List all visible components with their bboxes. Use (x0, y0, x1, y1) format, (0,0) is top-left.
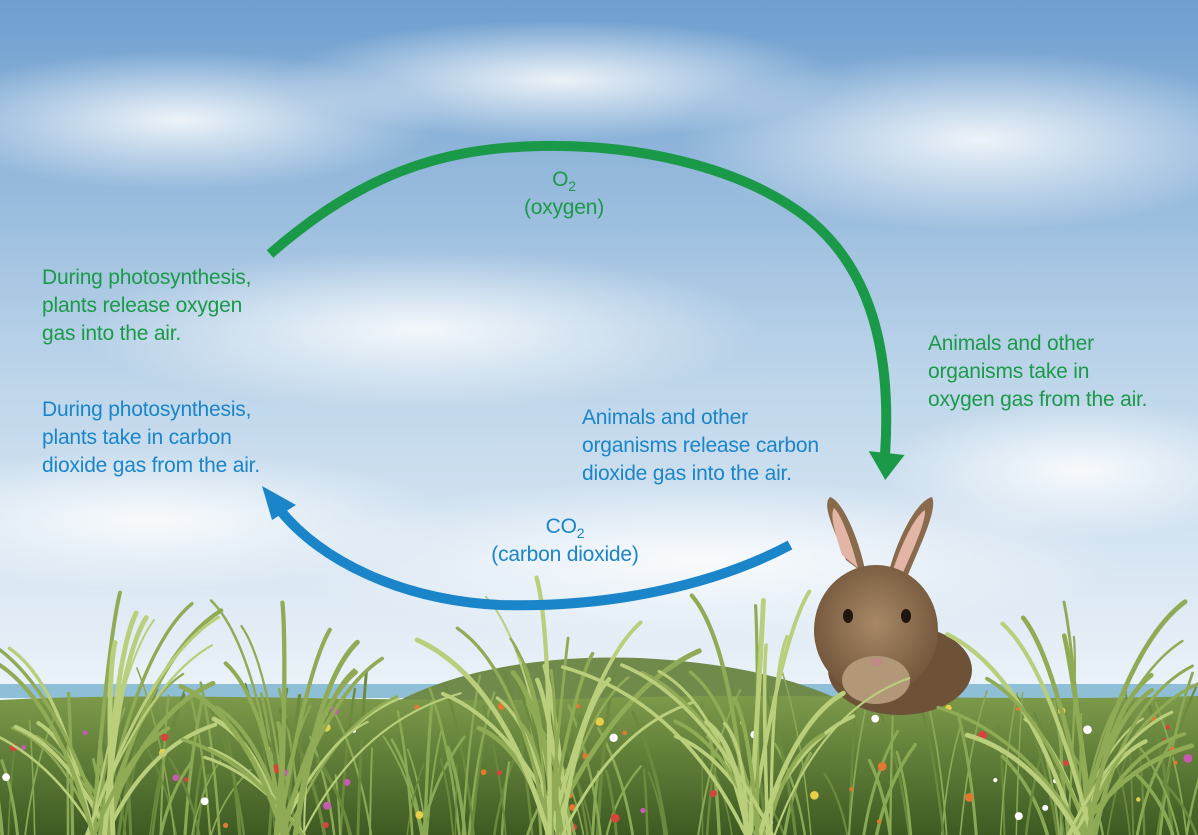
wildflower (481, 769, 487, 775)
wildflower (622, 731, 627, 736)
wildflower (1083, 725, 1092, 734)
wildflower (871, 715, 879, 723)
wildflower (849, 787, 853, 791)
carbon-dioxide-name: (carbon dioxide) (476, 541, 654, 569)
wildflower (2, 773, 10, 781)
plants-release-oxygen-text: During photosynthesis, plants release ox… (42, 264, 251, 348)
wildflower (1184, 754, 1193, 763)
wildflower (184, 778, 189, 783)
wildflower (1063, 760, 1069, 766)
wildflower (1165, 725, 1170, 730)
text-line: organisms take in (928, 358, 1147, 386)
wildflower (323, 822, 329, 828)
text-line: oxygen gas from the air. (928, 386, 1147, 414)
text-line: gas into the air. (42, 320, 251, 348)
wildflower (993, 778, 997, 782)
carbon-dioxide-subscript: 2 (577, 525, 585, 541)
wildflower (83, 730, 88, 735)
carbon-dioxide-formula: CO (546, 515, 577, 538)
wildflower (497, 770, 502, 775)
oxygen-subscript: 2 (568, 178, 576, 194)
oxygen-name: (oxygen) (510, 194, 618, 222)
text-line: organisms release carbon (582, 432, 819, 460)
wildflower (201, 797, 209, 805)
wildflower (21, 745, 26, 750)
wildflower (878, 762, 887, 771)
wildflower (1173, 761, 1177, 765)
wildflower (1136, 797, 1140, 801)
wildflower (810, 791, 819, 800)
text-line: plants release oxygen (42, 292, 251, 320)
text-line: plants take in carbon (42, 424, 260, 452)
animals-release-carbon-dioxide-text: Animals and other organisms release carb… (582, 404, 819, 488)
oxygen-formula: O (552, 168, 568, 191)
wildflower (965, 793, 974, 802)
text-line: Animals and other (928, 330, 1147, 358)
wildflower (710, 790, 717, 797)
text-line: During photosynthesis, (42, 396, 260, 424)
text-line: Animals and other (582, 404, 819, 432)
wildflower (172, 774, 179, 781)
wildflower (344, 779, 351, 786)
wildflower (1042, 805, 1048, 811)
animals-take-in-oxygen-text: Animals and other organisms take in oxyg… (928, 330, 1147, 414)
wildflower (223, 823, 228, 828)
wildflower (1015, 812, 1023, 820)
text-line: dioxide gas into the air. (582, 460, 819, 488)
wildflower (877, 819, 881, 823)
wildflower (161, 734, 168, 741)
wildflower (323, 802, 331, 810)
plants-take-in-carbon-dioxide-text: During photosynthesis, plants take in ca… (42, 396, 260, 480)
text-line: dioxide gas from the air. (42, 452, 260, 480)
carbon-dioxide-arrow-label: CO2 (carbon dioxide) (476, 513, 654, 569)
wildflower (415, 811, 423, 819)
text-line: During photosynthesis, (42, 264, 251, 292)
wildflower (609, 734, 617, 742)
wildflower (611, 814, 620, 823)
oxygen-arrow-label: O2 (oxygen) (510, 166, 618, 222)
wildflower (640, 808, 645, 813)
